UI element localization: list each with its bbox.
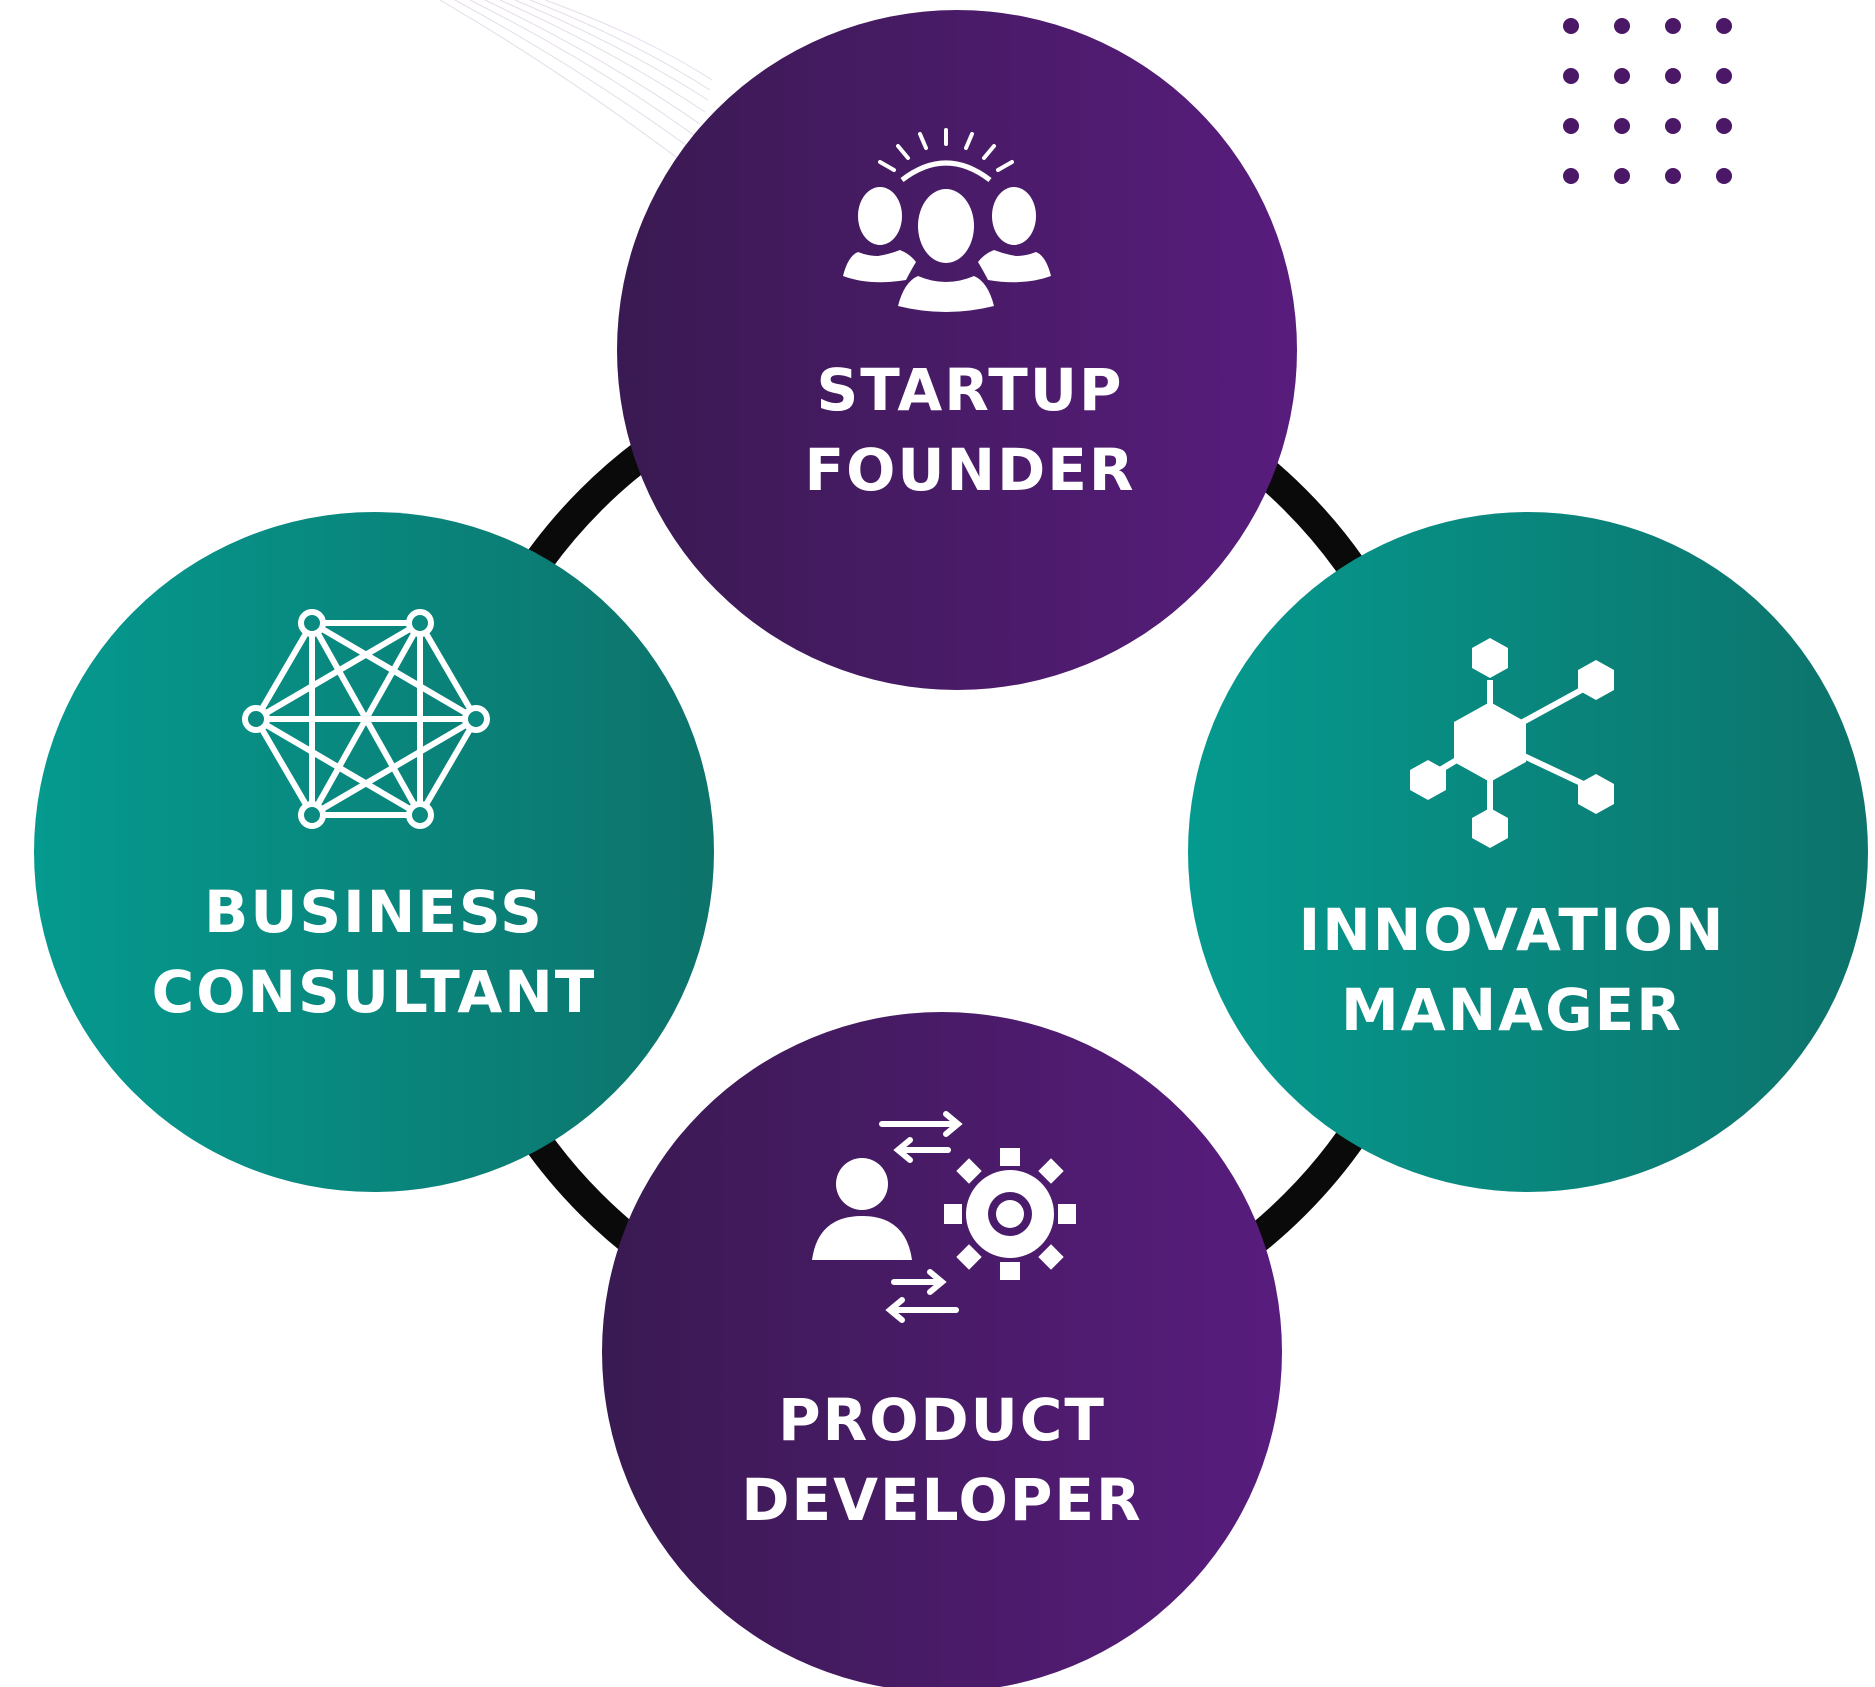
label-line-1: STARTUP (817, 356, 1124, 424)
node-circle (1188, 512, 1868, 1192)
node-circle (617, 10, 1297, 690)
person-gear-exchange-icon (812, 1111, 1076, 1323)
decorative-curve-lines (439, 0, 713, 161)
node-label: PRODUCT DEVELOPER (741, 1386, 1142, 1534)
label-line-1: INNOVATION (1299, 896, 1726, 964)
label-line-2: MANAGER (1341, 976, 1683, 1044)
label-line-2: FOUNDER (805, 436, 1136, 504)
node-innovation-manager: INNOVATION MANAGER (1188, 512, 1868, 1192)
label-line-1: PRODUCT (778, 1386, 1106, 1454)
label-line-1: BUSINESS (204, 878, 544, 946)
decorative-dot-grid (1563, 18, 1732, 184)
node-label: BUSINESS CONSULTANT (152, 878, 597, 1026)
molecule-hub-icon (1410, 638, 1614, 848)
people-idea-icon (843, 128, 1051, 312)
node-startup-founder: STARTUP FOUNDER (617, 10, 1297, 690)
node-product-developer: PRODUCT DEVELOPER (602, 1012, 1282, 1687)
label-line-2: CONSULTANT (152, 958, 597, 1026)
node-business-consultant: BUSINESS CONSULTANT (34, 512, 714, 1192)
node-label: STARTUP FOUNDER (805, 356, 1136, 504)
node-label: INNOVATION MANAGER (1299, 896, 1726, 1044)
network-icon (242, 609, 490, 829)
node-circle (34, 512, 714, 1192)
label-line-2: DEVELOPER (741, 1466, 1142, 1534)
node-circle (602, 1012, 1282, 1687)
